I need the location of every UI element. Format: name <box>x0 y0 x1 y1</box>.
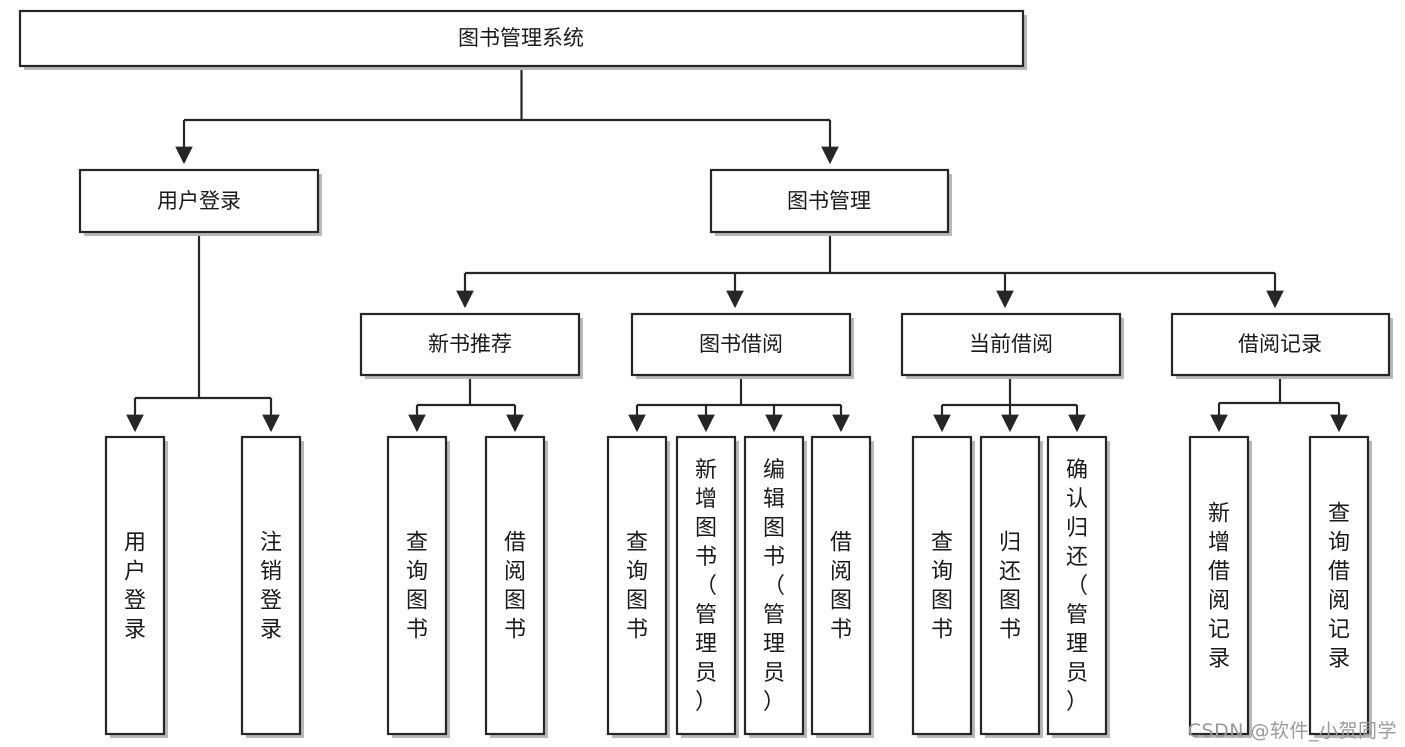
leaf-return-book-label: 归还图书 <box>999 531 1021 643</box>
edges-book-manage-to-level3 <box>456 232 1284 309</box>
node-new-book-rec[interactable]: 新书推荐 <box>359 312 583 379</box>
node-leaf-borrow-book[interactable]: 借阅图书 <box>810 435 874 738</box>
leaf-add-record-label: 新增借阅记录 <box>1208 502 1230 672</box>
leaf-query-book-rec-box <box>386 435 448 736</box>
borrow-record-box <box>1170 312 1391 377</box>
leaf-confirm-return-label: 确认归还（管理员） <box>1066 458 1088 715</box>
current-borrow-box <box>900 312 1122 377</box>
node-leaf-add-book[interactable]: 新增图书（管理员） <box>675 435 739 738</box>
root-box <box>18 9 1025 68</box>
leaf-borrow-book-box <box>810 435 872 736</box>
leaf-user-login-label: 用户登录 <box>124 531 146 643</box>
node-leaf-user-login[interactable]: 用户登录 <box>104 435 168 738</box>
leaf-user-login-box <box>104 435 166 736</box>
leaf-edit-book-box <box>743 435 805 736</box>
node-leaf-query-book[interactable]: 查询图书 <box>606 435 670 738</box>
csdn-watermark: CSDN @软件_小贺同学 <box>1187 720 1397 742</box>
user-login-box <box>78 168 320 234</box>
node-root[interactable]: 图书管理系统 <box>18 9 1027 70</box>
book-borrow-label: 图书借阅 <box>699 332 783 356</box>
leaf-edit-book-label: 编辑图书（管理员） <box>763 458 785 715</box>
node-book-borrow[interactable]: 图书借阅 <box>630 312 854 379</box>
leaf-borrow-book-rec-box <box>484 435 546 736</box>
node-leaf-return-book[interactable]: 归还图书 <box>979 435 1043 738</box>
node-leaf-query-book-rec[interactable]: 查询图书 <box>386 435 450 738</box>
edges-borrow-record-to-leaves <box>1210 375 1348 433</box>
leaf-add-record-box <box>1188 435 1250 736</box>
root-label: 图书管理系统 <box>458 26 584 50</box>
leaf-query-record-label: 查询借阅记录 <box>1328 502 1350 672</box>
node-borrow-record[interactable]: 借阅记录 <box>1170 312 1393 379</box>
leaf-logout-label: 注销登录 <box>260 531 282 643</box>
node-leaf-borrow-book-rec[interactable]: 借阅图书 <box>484 435 548 738</box>
leaf-query-book-rec-label: 查询图书 <box>406 531 428 643</box>
leaf-confirm-return-box <box>1046 435 1108 736</box>
edges-new-book-rec-to-leaves <box>408 375 524 433</box>
leaf-query-book-cur-box <box>911 435 973 736</box>
current-borrow-label: 当前借阅 <box>969 332 1053 356</box>
node-leaf-query-book-cur[interactable]: 查询图书 <box>911 435 975 738</box>
leaf-query-record-box <box>1308 435 1370 736</box>
book-borrow-box <box>630 312 852 377</box>
edges-current-borrow-to-leaves <box>933 375 1086 433</box>
edges-book-borrow-to-leaves <box>628 375 850 433</box>
leaf-query-book-box <box>606 435 668 736</box>
leaf-add-book-label: 新增图书（管理员） <box>695 458 717 715</box>
leaf-nodes-layer: 用户登录 注销登录 查询图书 借阅图书 查询图书 新增图书（管理员） 编辑图书（管理员） 借阅… <box>104 435 1372 738</box>
node-leaf-query-record[interactable]: 查询借阅记录 <box>1308 435 1372 738</box>
leaf-borrow-book-rec-label: 借阅图书 <box>504 531 526 643</box>
edges-user-login-to-leaves <box>126 232 280 433</box>
leaf-query-book-cur-label: 查询图书 <box>931 531 953 643</box>
node-book-manage[interactable]: 图书管理 <box>709 168 952 236</box>
node-leaf-edit-book[interactable]: 编辑图书（管理员） <box>743 435 807 738</box>
node-current-borrow[interactable]: 当前借阅 <box>900 312 1124 379</box>
leaf-logout-box <box>240 435 302 736</box>
leaf-return-book-box <box>979 435 1041 736</box>
node-leaf-add-record[interactable]: 新增借阅记录 <box>1188 435 1252 738</box>
book-manage-label: 图书管理 <box>787 189 871 213</box>
borrow-record-label: 借阅记录 <box>1238 332 1322 356</box>
new-book-rec-box <box>359 312 581 377</box>
new-book-rec-label: 新书推荐 <box>428 332 512 356</box>
leaf-borrow-book-label: 借阅图书 <box>830 531 852 643</box>
user-login-label: 用户登录 <box>157 189 241 213</box>
leaf-add-book-box <box>675 435 737 736</box>
node-user-login[interactable]: 用户登录 <box>78 168 322 236</box>
book-manage-box <box>709 168 950 234</box>
leaf-query-book-label: 查询图书 <box>626 531 648 643</box>
node-leaf-logout[interactable]: 注销登录 <box>240 435 304 738</box>
edges-root-to-level2 <box>175 66 839 165</box>
node-leaf-confirm-return[interactable]: 确认归还（管理员） <box>1046 435 1110 738</box>
